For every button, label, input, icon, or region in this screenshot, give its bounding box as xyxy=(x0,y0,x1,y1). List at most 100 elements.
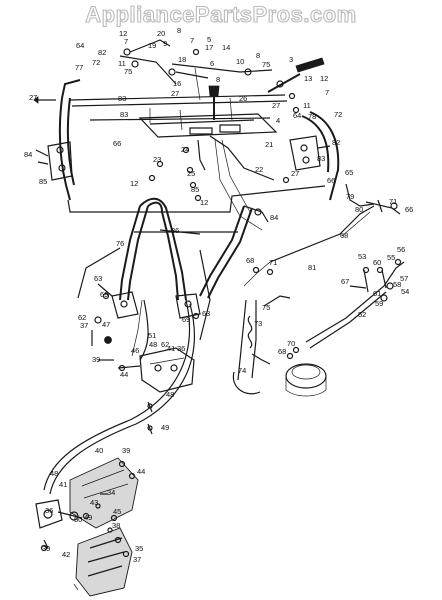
callout-26: 26 xyxy=(239,94,247,103)
callout-57: 57 xyxy=(400,274,408,283)
bolt-27-left xyxy=(33,96,56,104)
callout-47: 47 xyxy=(102,320,110,329)
callout-11: 11 xyxy=(303,101,311,110)
callout-34: 34 xyxy=(107,488,115,497)
callout-27: 27 xyxy=(29,93,37,102)
callout-24: 24 xyxy=(181,145,189,154)
chute-deflector xyxy=(43,527,133,597)
callout-69: 69 xyxy=(182,315,190,324)
callout-8: 8 xyxy=(177,26,181,35)
callout-38: 38 xyxy=(112,521,120,530)
callout-48: 48 xyxy=(149,340,157,349)
callout-36: 36 xyxy=(177,344,185,353)
callout-7: 7 xyxy=(124,37,128,46)
callout-59: 59 xyxy=(375,299,383,308)
callout-50: 50 xyxy=(74,515,82,524)
upper-handle-frame xyxy=(58,79,340,213)
callout-3: 3 xyxy=(289,55,293,64)
callout-12: 12 xyxy=(200,198,208,207)
callout-54: 54 xyxy=(401,287,409,296)
callout-81: 81 xyxy=(308,263,316,272)
callout-86: 86 xyxy=(171,226,179,235)
callout-39: 39 xyxy=(92,355,100,364)
callout-63: 63 xyxy=(94,274,102,283)
fastener-70 xyxy=(286,346,300,360)
callout-55: 55 xyxy=(387,253,395,262)
callout-8: 8 xyxy=(256,51,260,60)
chute-cable-guides xyxy=(147,401,153,435)
watermark-text: AppliancePartsPros.com xyxy=(85,2,356,27)
callout-23: 23 xyxy=(153,155,161,164)
right-grip xyxy=(267,57,325,93)
callout-16: 16 xyxy=(173,79,181,88)
cable-81 xyxy=(243,205,375,287)
callout-9: 9 xyxy=(163,39,167,48)
right-linkage xyxy=(341,183,401,237)
callout-75: 75 xyxy=(262,60,270,69)
callout-8: 8 xyxy=(216,75,220,84)
callout-74: 74 xyxy=(238,366,246,375)
callout-10: 10 xyxy=(236,57,244,66)
housing-oval xyxy=(285,363,327,397)
callout-17: 17 xyxy=(205,43,213,52)
callout-41: 41 xyxy=(167,344,175,353)
callout-27: 27 xyxy=(291,169,299,178)
callout-63: 63 xyxy=(202,309,210,318)
callout-72: 72 xyxy=(334,110,342,119)
left-handle-bracket xyxy=(35,141,73,181)
callout-71: 71 xyxy=(269,258,277,267)
callout-84: 84 xyxy=(24,150,32,159)
callout-37: 37 xyxy=(133,555,141,564)
chute-crank xyxy=(35,499,90,529)
callout-76: 76 xyxy=(116,239,124,248)
callout-67: 67 xyxy=(341,277,349,286)
callout-68: 68 xyxy=(340,231,348,240)
callout-36: 36 xyxy=(45,506,53,515)
callout-39: 39 xyxy=(122,446,130,455)
callout-75: 75 xyxy=(262,303,270,312)
callout-62: 62 xyxy=(161,340,169,349)
callout-68: 68 xyxy=(278,347,286,356)
callout-14: 14 xyxy=(222,43,230,52)
callout-6: 6 xyxy=(210,59,214,68)
callout-77: 77 xyxy=(75,63,83,72)
callout-62: 62 xyxy=(78,313,86,322)
callout-66: 66 xyxy=(327,176,335,185)
callout-35: 35 xyxy=(135,544,143,553)
callout-27: 27 xyxy=(171,89,179,98)
callout-21: 21 xyxy=(265,140,273,149)
callout-49: 49 xyxy=(84,513,92,522)
callout-84: 84 xyxy=(270,213,278,222)
callout-20: 20 xyxy=(157,29,165,38)
callout-61: 61 xyxy=(373,289,381,298)
callout-71: 71 xyxy=(389,197,397,206)
callout-13: 13 xyxy=(304,74,312,83)
control-panel xyxy=(138,97,278,138)
right-handle-bracket xyxy=(289,135,331,171)
callout-85: 85 xyxy=(191,185,199,194)
callout-64: 64 xyxy=(293,111,301,120)
spring-assembly xyxy=(232,295,291,395)
upper-linkage-rods xyxy=(119,39,275,231)
callout-60: 60 xyxy=(373,258,381,267)
auger-control-linkage xyxy=(305,258,405,349)
callout-79: 79 xyxy=(346,192,354,201)
callout-37: 37 xyxy=(80,321,88,330)
callout-7: 7 xyxy=(190,36,194,45)
callout-12: 12 xyxy=(119,29,127,38)
callout-56: 56 xyxy=(397,245,405,254)
callout-48: 48 xyxy=(166,390,174,399)
callout-42: 42 xyxy=(62,550,70,559)
chute-fasteners xyxy=(40,493,118,591)
callout-82: 82 xyxy=(98,48,106,57)
callout-40: 40 xyxy=(95,446,103,455)
callout-83: 83 xyxy=(317,154,325,163)
callout-69: 69 xyxy=(100,290,108,299)
callout-44: 44 xyxy=(120,370,128,379)
callout-85: 85 xyxy=(39,177,47,186)
callout-19: 19 xyxy=(148,41,156,50)
callout-83: 83 xyxy=(118,94,126,103)
callout-70: 70 xyxy=(287,339,295,348)
